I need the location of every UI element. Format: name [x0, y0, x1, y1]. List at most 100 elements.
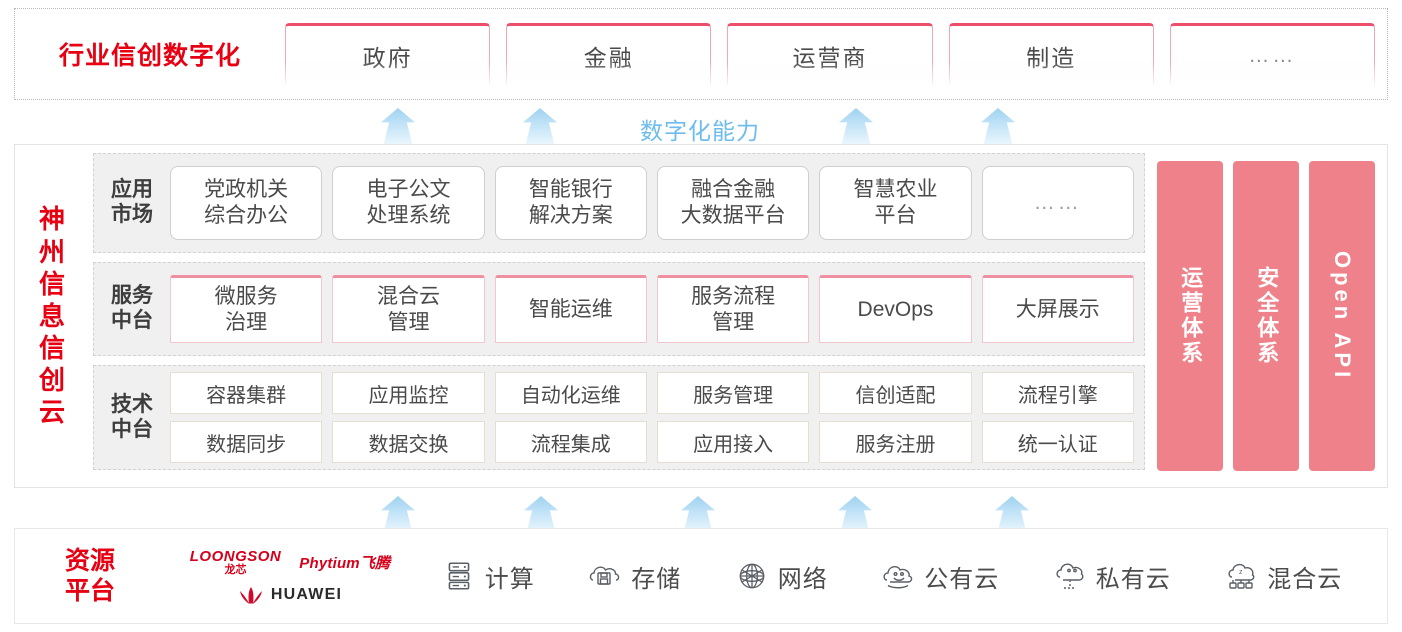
up-arrow-icon	[524, 496, 558, 532]
resource-item-label: 混合云	[1267, 565, 1343, 593]
public-cloud-icon	[883, 565, 913, 589]
industry-band: 行业信创数字化 政府 金融 运营商 制造 ……	[14, 8, 1388, 100]
up-arrow-icon	[381, 108, 415, 144]
tech-card-process-engine[interactable]: 流程引擎	[981, 372, 1134, 414]
industry-tab-label: 金融	[583, 44, 634, 71]
industry-tab-label: 制造	[1026, 44, 1077, 71]
cloud-layer-list: 应用 市场 党政机关综合办公 电子公文处理系统 智能银行解决方案	[93, 153, 1145, 479]
service-card-list: 微服务治理 混合云管理 智能运维 服务流程管理 DevOps	[170, 275, 1134, 343]
cloud-platform-band: 神 州 信 息 信 创 云 应用 市场 党政机关综合办公	[14, 144, 1388, 488]
tech-card-service-management[interactable]: 服务管理	[656, 372, 810, 414]
pillar-open-api[interactable]: Open API	[1309, 161, 1375, 471]
tech-card-data-exchange[interactable]: 数据交换	[332, 421, 485, 463]
resource-platform-title: 资源 平台	[64, 546, 115, 606]
resource-item-label: 存储	[631, 565, 682, 593]
resource-item-network[interactable]: 网络	[735, 559, 828, 594]
vendor-logo-row: LOONGSON 龙芯 Phytium飞腾	[190, 549, 391, 576]
service-card-service-process-management[interactable]: 服务流程管理	[656, 275, 810, 343]
service-card-microservice-governance[interactable]: 微服务治理	[170, 275, 323, 343]
pillar-label: 运营体系	[1178, 266, 1204, 366]
tech-card-row: 数据同步 数据交换 流程集成 应用接入 服务注册 统一认证	[170, 421, 1134, 463]
up-arrow-icon	[995, 496, 1029, 532]
pillar-security-system[interactable]: 安全体系	[1233, 161, 1299, 471]
pillar-label: Open API	[1330, 250, 1356, 382]
industry-tab-label: 运营商	[792, 44, 868, 71]
server-icon	[448, 562, 470, 590]
storage-icon	[590, 566, 620, 585]
resource-item-label: 私有云	[1095, 565, 1171, 593]
resource-item-private-cloud[interactable]: 私有云	[1053, 559, 1171, 594]
industry-tab-manufacturing[interactable]: 制造	[948, 23, 1154, 85]
phytium-logo: Phytium飞腾	[299, 554, 391, 572]
cloud-platform-body: 应用 市场 党政机关综合办公 电子公文处理系统 智能银行解决方案	[89, 145, 1387, 487]
loongson-logo: LOONGSON 龙芯	[189, 547, 282, 576]
capability-label: 数字化能力	[640, 118, 760, 144]
up-arrow-icon	[681, 496, 715, 532]
industry-tab-more[interactable]: ……	[1169, 23, 1376, 85]
resource-item-label: 计算	[484, 565, 535, 593]
huawei-wordmark: HUAWEI	[270, 585, 343, 603]
tech-card-unified-auth[interactable]: 统一认证	[981, 421, 1134, 463]
resource-arrow-strip	[0, 492, 1402, 532]
up-arrow-icon	[839, 108, 873, 144]
service-card-large-screen-display[interactable]: 大屏展示	[981, 275, 1134, 343]
app-card-edoc-system[interactable]: 电子公文处理系统	[332, 166, 485, 240]
app-card-smart-bank[interactable]: 智能银行解决方案	[494, 166, 647, 240]
resource-item-compute[interactable]: 计算	[442, 559, 535, 594]
vendor-logo-row: HUAWEI	[238, 586, 342, 604]
vendor-logo-list: LOONGSON 龙芯 Phytium飞腾 HUAWEI	[165, 549, 415, 604]
tech-card-app-access[interactable]: 应用接入	[656, 421, 810, 463]
app-card-smart-agriculture[interactable]: 智慧农业平台	[819, 166, 972, 240]
service-card-hybrid-cloud-management[interactable]: 混合云管理	[332, 275, 485, 343]
layer-label-service-platform: 服务 中台	[111, 284, 153, 332]
resource-item-hybrid-cloud[interactable]: z 混合云	[1224, 559, 1342, 594]
cloud-title-char: 信	[38, 268, 65, 299]
up-arrow-icon	[381, 496, 415, 532]
cloud-platform-title: 神 州 信 息 信 创 云	[15, 145, 89, 487]
industry-tab-label: 政府	[362, 44, 413, 71]
tech-card-app-monitoring[interactable]: 应用监控	[332, 372, 485, 414]
service-card-devops[interactable]: DevOps	[819, 275, 972, 343]
svg-text:z: z	[1239, 569, 1243, 576]
cloud-title-char: 创	[38, 365, 65, 396]
cloud-title-char: 信	[38, 333, 65, 364]
app-card-finance-bigdata[interactable]: 融合金融大数据平台	[656, 166, 810, 240]
industry-tab-government[interactable]: 政府	[285, 23, 491, 85]
layer-label-tech-platform: 技术 中台	[111, 392, 153, 441]
tech-card-data-sync[interactable]: 数据同步	[170, 421, 323, 463]
app-card-government-office[interactable]: 党政机关综合办公	[170, 166, 323, 240]
layer-tech-platform: 技术 中台 容器集群 应用监控 自动化运维 服务管理 信创适配 流程引擎	[93, 365, 1145, 470]
huawei-logo: HUAWEI	[238, 586, 342, 604]
capability-arrow-strip	[0, 104, 1402, 144]
cloud-title-char: 息	[38, 300, 65, 331]
cloud-title-char: 神	[38, 204, 65, 235]
app-card-more[interactable]: ……	[981, 166, 1134, 240]
tech-card-service-registry[interactable]: 服务注册	[819, 421, 972, 463]
private-cloud-icon	[1056, 563, 1084, 589]
industry-tab-finance[interactable]: 金融	[506, 23, 712, 85]
tech-card-container-cluster[interactable]: 容器集群	[170, 372, 323, 414]
pillar-label: 安全体系	[1254, 266, 1280, 366]
up-arrow-icon	[981, 108, 1015, 144]
network-icon	[739, 563, 765, 589]
resource-platform-band: 资源 平台 LOONGSON 龙芯 Phytium飞腾 HUAWEI	[14, 528, 1388, 624]
resource-item-storage[interactable]: 存储	[588, 559, 681, 594]
industry-tab-telecom[interactable]: 运营商	[727, 23, 933, 85]
resource-item-label: 公有云	[924, 565, 1000, 593]
pillar-operations-system[interactable]: 运营体系	[1157, 161, 1223, 471]
tech-card-grid: 容器集群 应用监控 自动化运维 服务管理 信创适配 流程引擎 数据同步 数据交换…	[170, 372, 1134, 463]
industry-tab-list: 政府 金融 运营商 制造 ……	[285, 23, 1387, 85]
service-card-smart-ops[interactable]: 智能运维	[494, 275, 647, 343]
tech-card-automated-ops[interactable]: 自动化运维	[494, 372, 647, 414]
layer-app-market: 应用 市场 党政机关综合办公 电子公文处理系统 智能银行解决方案	[93, 153, 1145, 253]
up-arrow-icon	[523, 108, 557, 144]
pillar-list: 运营体系 安全体系 Open API	[1155, 153, 1375, 479]
tech-card-process-integration[interactable]: 流程集成	[494, 421, 647, 463]
up-arrow-icon	[838, 496, 872, 532]
hybrid-cloud-icon: z	[1228, 563, 1255, 589]
cloud-title-char: 州	[38, 236, 65, 267]
tech-card-row: 容器集群 应用监控 自动化运维 服务管理 信创适配 流程引擎	[170, 372, 1134, 414]
resource-item-public-cloud[interactable]: 公有云	[881, 559, 999, 594]
tech-card-xinchuang-adaptation[interactable]: 信创适配	[819, 372, 972, 414]
